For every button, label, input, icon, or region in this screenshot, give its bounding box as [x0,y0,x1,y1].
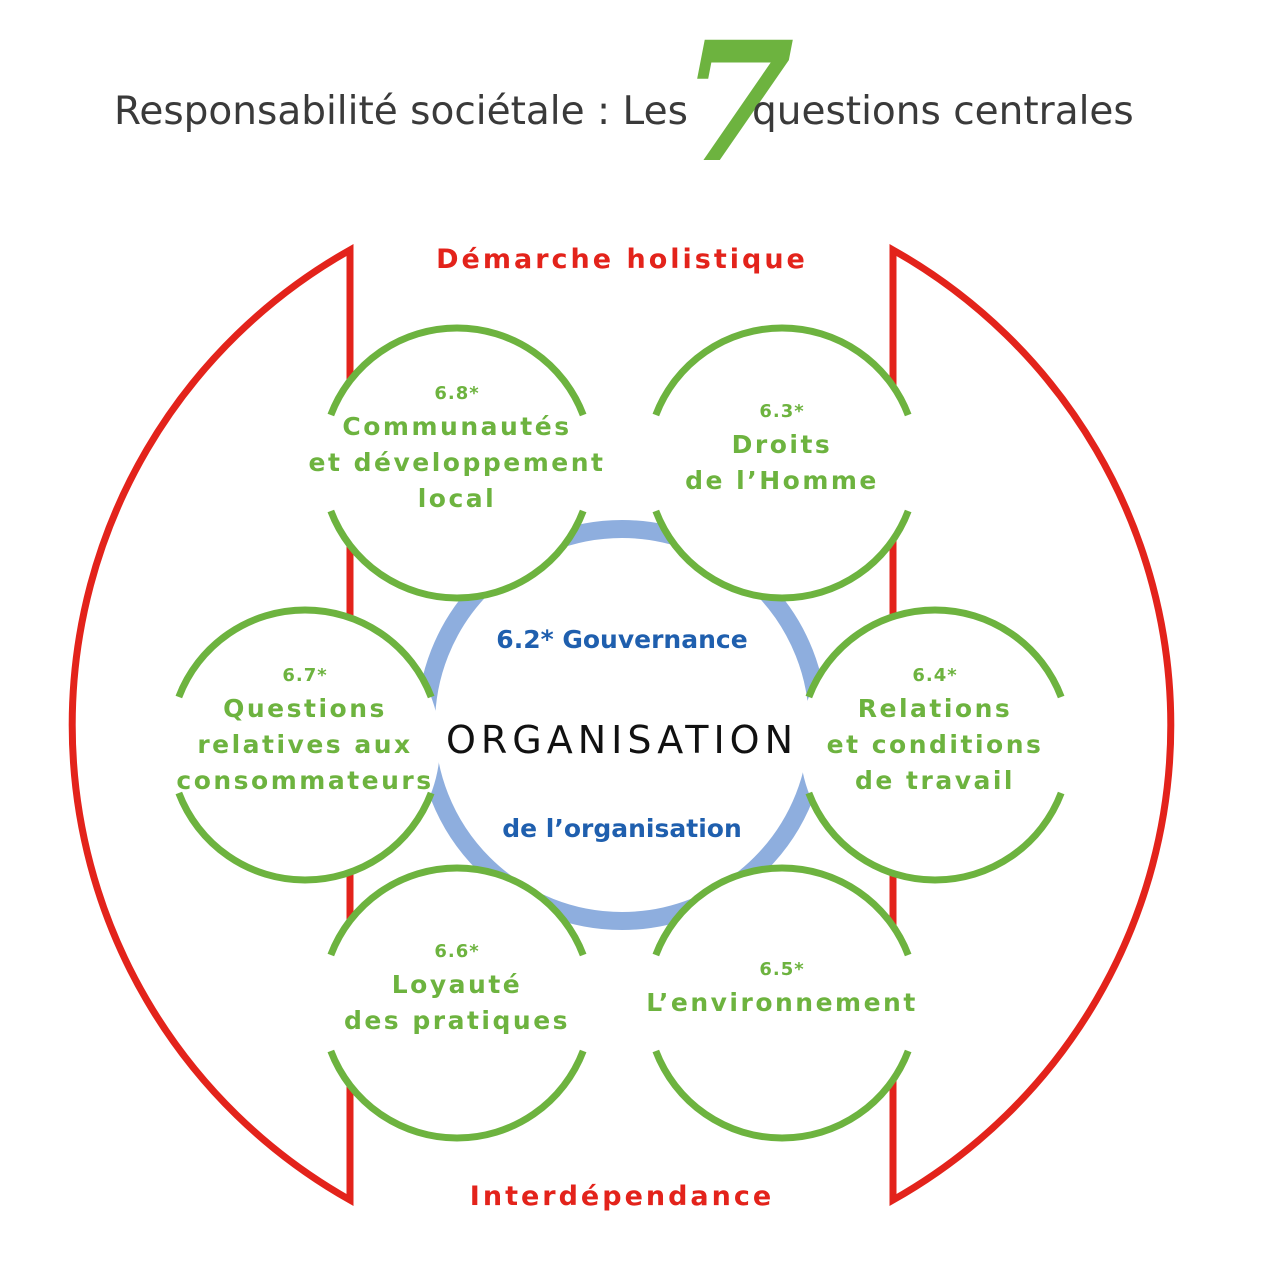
question-label-line: Loyauté [392,970,522,999]
question-number: 6.6* [434,941,479,962]
left-bracket [68,244,354,1206]
question-arc-bottom [175,791,435,884]
interdependence-label: Interdépendance [470,1181,774,1212]
question-label-line: de l’Homme [685,466,879,495]
question-label-line: Communautés [342,412,571,441]
question-circle-fill [322,328,592,598]
question-circle-fill [647,868,917,1138]
title-prefix: Responsabilité sociétale : Les [114,89,688,134]
question-arc-top [175,606,435,699]
question-arc-top [805,606,1065,699]
question-circle-fill [800,610,1070,880]
governance-label: 6.2* Gouvernance [496,625,747,654]
question-number: 6.7* [282,665,327,686]
question-consumer-issues: 6.7* Questions relatives aux consommateurs [170,606,440,884]
question-environment: 6.5* L’environnement [646,864,918,1142]
question-number: 6.3* [759,401,804,422]
title-seven: 7 [680,5,795,199]
question-circle-fill [170,610,440,880]
question-number: 6.5* [759,959,804,980]
question-label-line: des pratiques [344,1006,570,1035]
question-fair-practices: 6.6* Loyauté des pratiques [322,864,592,1142]
question-label-line: L’environnement [646,988,918,1017]
question-labour-practices: 6.4* Relations et conditions de travail [800,606,1070,884]
governance-label-2: de l’organisation [502,814,742,843]
question-number: 6.8* [434,383,479,404]
question-label-line: de travail [855,766,1015,795]
question-arc-top [327,324,587,417]
question-circle-fill [647,328,917,598]
question-arc-bottom [327,509,587,602]
holistic-label: Démarche holistique [436,244,808,275]
question-arc-bottom [805,791,1065,884]
question-label-line: Relations [858,694,1013,723]
question-arc-top [327,864,587,957]
question-arc-bottom [327,1049,587,1142]
question-label-line: consommateurs [176,766,433,795]
question-label-line: Questions [223,694,387,723]
question-circle-fill [322,868,592,1138]
title-suffix: questions centrales [752,89,1134,134]
question-label-line: relatives aux [197,730,412,759]
question-arc-bottom [652,509,912,602]
right-bracket [889,244,1175,1206]
question-label-line: Droits [732,430,833,459]
question-label-line: local [418,484,497,513]
question-arc-top [652,324,912,417]
organisation-label: ORGANISATION [446,718,798,762]
question-arc-bottom [652,1049,912,1142]
question-number: 6.4* [912,665,957,686]
question-arc-top [652,864,912,957]
question-human-rights: 6.3* Droits de l’Homme [647,324,917,602]
question-label-line: et conditions [827,730,1044,759]
question-label-line: et développement [309,448,606,477]
question-communities: 6.8* Communautés et développement local [309,324,606,602]
